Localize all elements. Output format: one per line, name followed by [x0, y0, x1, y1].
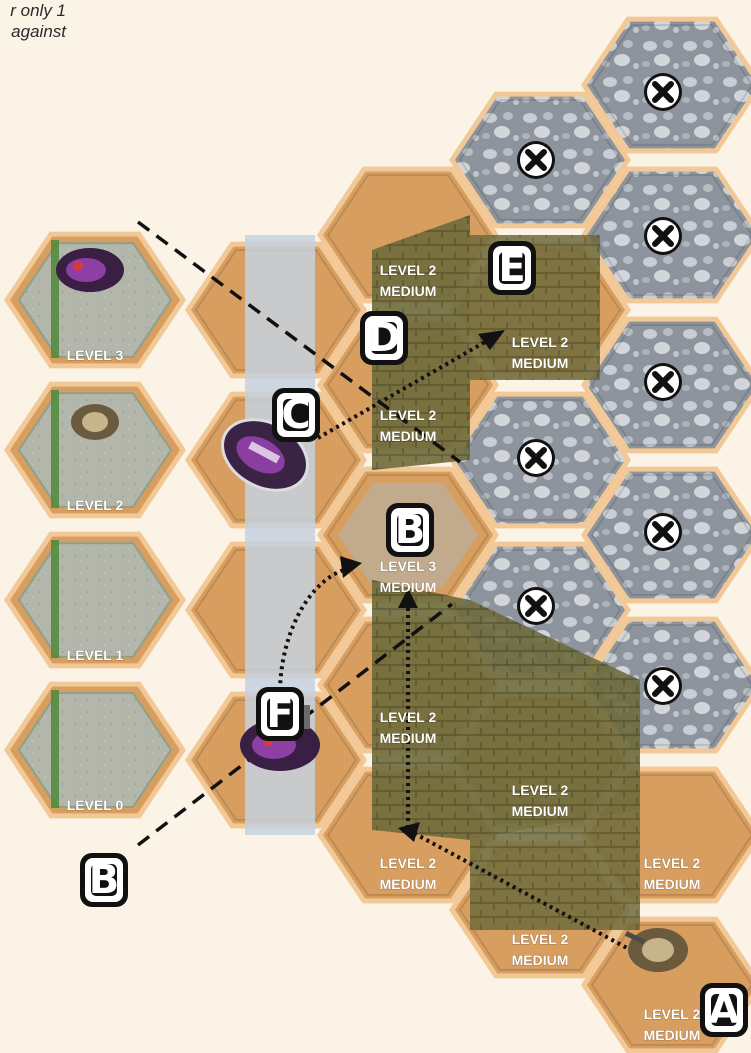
label-type: MEDIUM	[644, 1027, 701, 1043]
label-level: LEVEL 2	[380, 262, 437, 278]
label-level: LEVEL 2	[644, 1006, 701, 1022]
legend-level-label: LEVEL 2	[67, 497, 124, 513]
legend-hex: LEVEL 0	[7, 684, 183, 816]
label-level: LEVEL 3	[380, 558, 437, 574]
label-type: MEDIUM	[380, 876, 437, 892]
tan-mech-legend	[71, 404, 119, 440]
label-level: LEVEL 2	[644, 855, 701, 871]
label-level: LEVEL 2	[512, 931, 569, 947]
callout-letter: F	[266, 691, 293, 737]
caption-line-1: r only 1	[10, 1, 66, 20]
callout-c: C	[272, 388, 320, 442]
label-type: MEDIUM	[380, 428, 437, 444]
label-level: LEVEL 2	[380, 407, 437, 423]
purple-mech-legend	[56, 248, 124, 292]
caption-line-2: against	[11, 22, 67, 41]
label-level: LEVEL 2	[512, 334, 569, 350]
blocked-x-icon	[644, 73, 682, 111]
label-type: MEDIUM	[644, 876, 701, 892]
legend-hex: LEVEL 1	[7, 534, 183, 666]
legend-level-label: LEVEL 0	[67, 797, 124, 813]
label-level: LEVEL 2	[512, 782, 569, 798]
blocked-x-icon	[517, 439, 555, 477]
callout-letter: A	[709, 987, 740, 1033]
blocked-x-icon	[644, 667, 682, 705]
blocked-x-icon	[517, 587, 555, 625]
callout-letter: B	[395, 507, 426, 553]
legend-hex: LEVEL 2	[7, 384, 183, 516]
callout-letter: D	[367, 315, 400, 361]
legend-level-label: LEVEL 1	[67, 647, 124, 663]
blocked-x-icon	[644, 363, 682, 401]
callout-f: F	[256, 687, 304, 741]
blocked-x-icon	[517, 141, 555, 179]
legend-level-label: LEVEL 3	[67, 347, 124, 363]
callout-letter: C	[281, 392, 310, 438]
blocked-x-icon	[644, 217, 682, 255]
callout-b_legend: B	[80, 853, 128, 907]
rules-caption: r only 1 against	[10, 1, 67, 41]
blocked-x-icon	[644, 513, 682, 551]
label-type: MEDIUM	[512, 952, 569, 968]
label-level: LEVEL 2	[380, 855, 437, 871]
callout-letter: B	[89, 857, 120, 903]
label-type: MEDIUM	[380, 730, 437, 746]
callout-e: E	[488, 241, 536, 295]
callout-letter: E	[498, 245, 525, 291]
label-level: LEVEL 2	[380, 709, 437, 725]
legend-column: LEVEL 3 LEVEL 2 LEVEL 1 LEVEL 0	[7, 234, 183, 816]
label-type: MEDIUM	[512, 803, 569, 819]
callout-a: A	[700, 983, 748, 1037]
label-type: MEDIUM	[380, 579, 437, 595]
label-type: MEDIUM	[380, 283, 437, 299]
callout-b_board: B	[386, 503, 434, 557]
label-type: MEDIUM	[512, 355, 569, 371]
legend-hex: LEVEL 3	[7, 234, 183, 366]
callout-d: D	[360, 311, 408, 365]
